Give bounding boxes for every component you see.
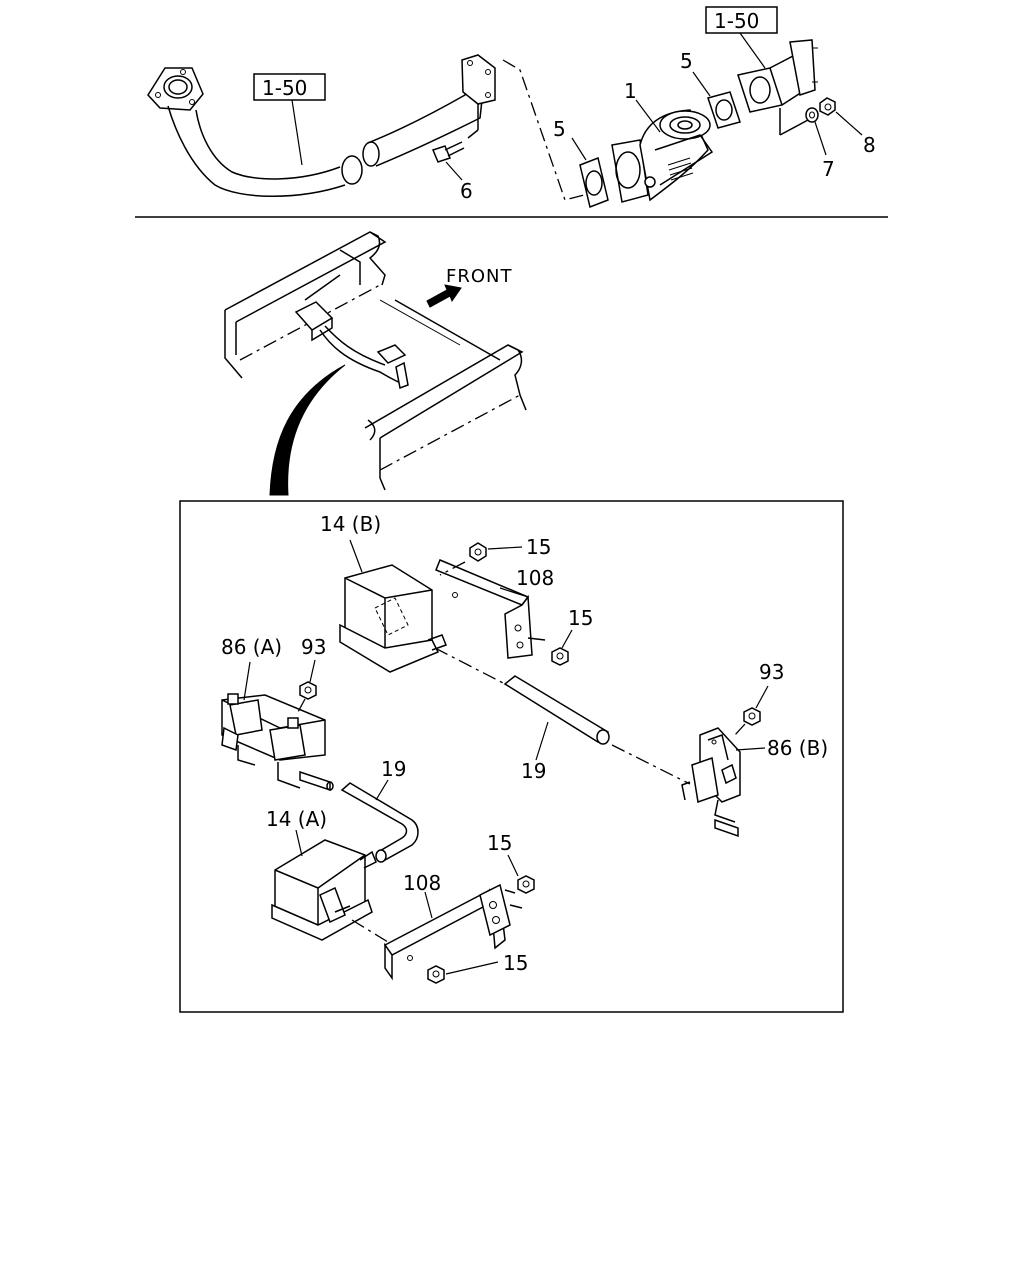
callout-8: 8 [863, 133, 876, 157]
nut-93-left: 93 [297, 635, 326, 713]
vacuum-valve-86b: 86 (B) [681, 727, 828, 838]
callout-15b: 15 [568, 606, 593, 630]
converter-grille [667, 157, 694, 181]
frame-module [294, 301, 409, 390]
nut-15-right: 15 [551, 606, 593, 666]
ref-text-right: 1-50 [714, 9, 759, 33]
front-pipe-flange [737, 39, 818, 136]
callout-86a: 86 (A) [221, 635, 282, 659]
vacuum-valve-86a: 86 (A) [221, 635, 334, 792]
washer-7: 7 [805, 107, 835, 181]
callout-15d: 15 [503, 951, 528, 975]
front-arrow: FRONT [426, 266, 513, 308]
callout-14a: 14 (A) [266, 807, 327, 831]
hose-19-long: 19 [434, 647, 691, 785]
callout-15c: 15 [487, 831, 512, 855]
detail-frame [179, 500, 844, 1013]
callout-93b: 93 [759, 660, 784, 684]
front-label: FRONT [446, 266, 513, 287]
exhaust-pipe [147, 54, 496, 197]
callout-19a: 19 [381, 757, 406, 781]
callout-19b: 19 [521, 759, 546, 783]
chassis-frame [224, 231, 527, 491]
gasket-5-right: 5 [680, 49, 741, 129]
callout-6: 6 [460, 179, 473, 203]
nut-15-top: 15 [439, 535, 551, 576]
bolt-6: 6 [431, 141, 473, 203]
gasket-5-left: 5 [553, 117, 609, 209]
callout-5b: 5 [680, 49, 693, 73]
callout-93a: 93 [301, 635, 326, 659]
nut-15-lower-left: 15 [427, 951, 528, 984]
callout-5a: 5 [553, 117, 566, 141]
relay-box-14a: 14 (A) [266, 807, 389, 943]
nut-8: 8 [819, 97, 876, 157]
ref-text-left: 1-50 [262, 76, 307, 100]
callout-14b: 14 (B) [320, 512, 381, 536]
catalytic-converter-1: 1 [611, 79, 714, 203]
hose-19-bent: 19 [340, 757, 419, 863]
callout-86b: 86 (B) [767, 736, 828, 760]
detail-pointer [269, 364, 346, 496]
callout-7: 7 [822, 157, 835, 181]
callout-108b: 108 [403, 871, 441, 895]
relay-box-14b: 14 (B) [320, 512, 447, 673]
callout-15a: 15 [526, 535, 551, 559]
ref-box-1-50-left: 1-50 [253, 73, 326, 166]
callout-108a: 108 [516, 566, 554, 590]
bracket-108-top: 108 [435, 559, 554, 659]
nut-93-right: 93 [734, 660, 784, 736]
ref-box-1-50-right: 1-50 [705, 6, 778, 69]
bracket-108-bottom: 108 [383, 871, 523, 981]
callout-1: 1 [624, 79, 637, 103]
nut-15-lower-right: 15 [487, 831, 535, 894]
